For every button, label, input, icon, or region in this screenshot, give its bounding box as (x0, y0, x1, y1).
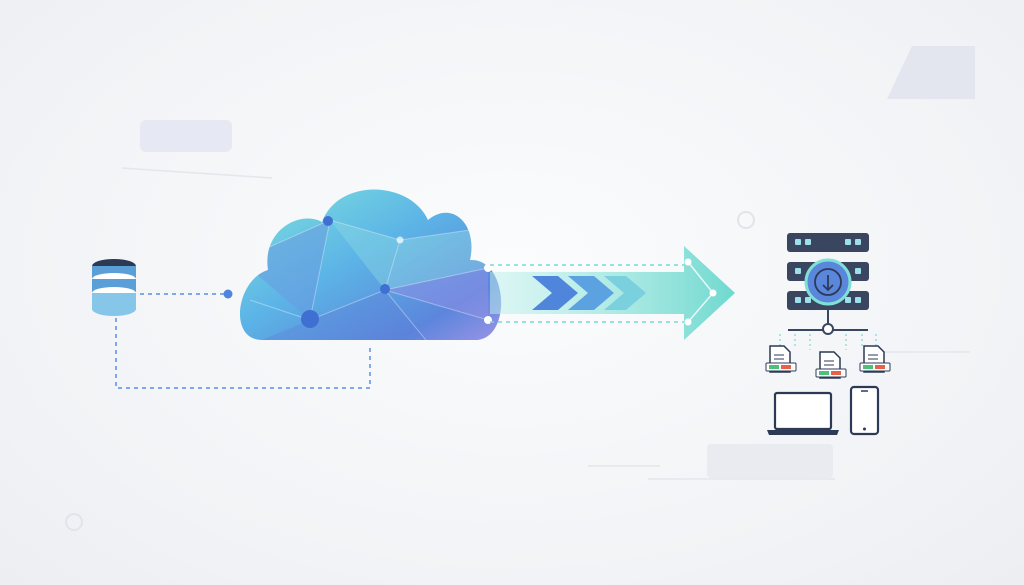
chevron (532, 276, 578, 310)
chevron-arrow-icon (490, 246, 735, 340)
document-icon (815, 351, 847, 379)
database-connectors (115, 293, 371, 389)
connector-node (223, 289, 233, 299)
decor-circle (737, 211, 755, 229)
network-node (301, 310, 319, 328)
background-decorations (65, 46, 975, 531)
network-node (323, 216, 333, 226)
decor-rect (140, 120, 232, 152)
network-node (484, 264, 492, 272)
smartphone-icon (849, 385, 880, 436)
download-arrow-icon (804, 258, 852, 306)
network-node (380, 284, 390, 294)
decor-line (121, 167, 273, 179)
network-node (484, 316, 492, 324)
chevron (604, 276, 646, 310)
document-icon (859, 345, 891, 373)
chevron (568, 276, 614, 310)
laptop-icon (767, 391, 839, 435)
decor-rect (707, 444, 833, 478)
decor-parallelogram (887, 46, 975, 99)
document-icon (765, 345, 797, 373)
network-cloud-icon (239, 189, 502, 340)
decor-circle (65, 513, 83, 531)
database-icon (92, 259, 136, 316)
connector-loop (115, 318, 371, 389)
server-rack-icon (779, 233, 877, 350)
network-node (396, 236, 404, 244)
